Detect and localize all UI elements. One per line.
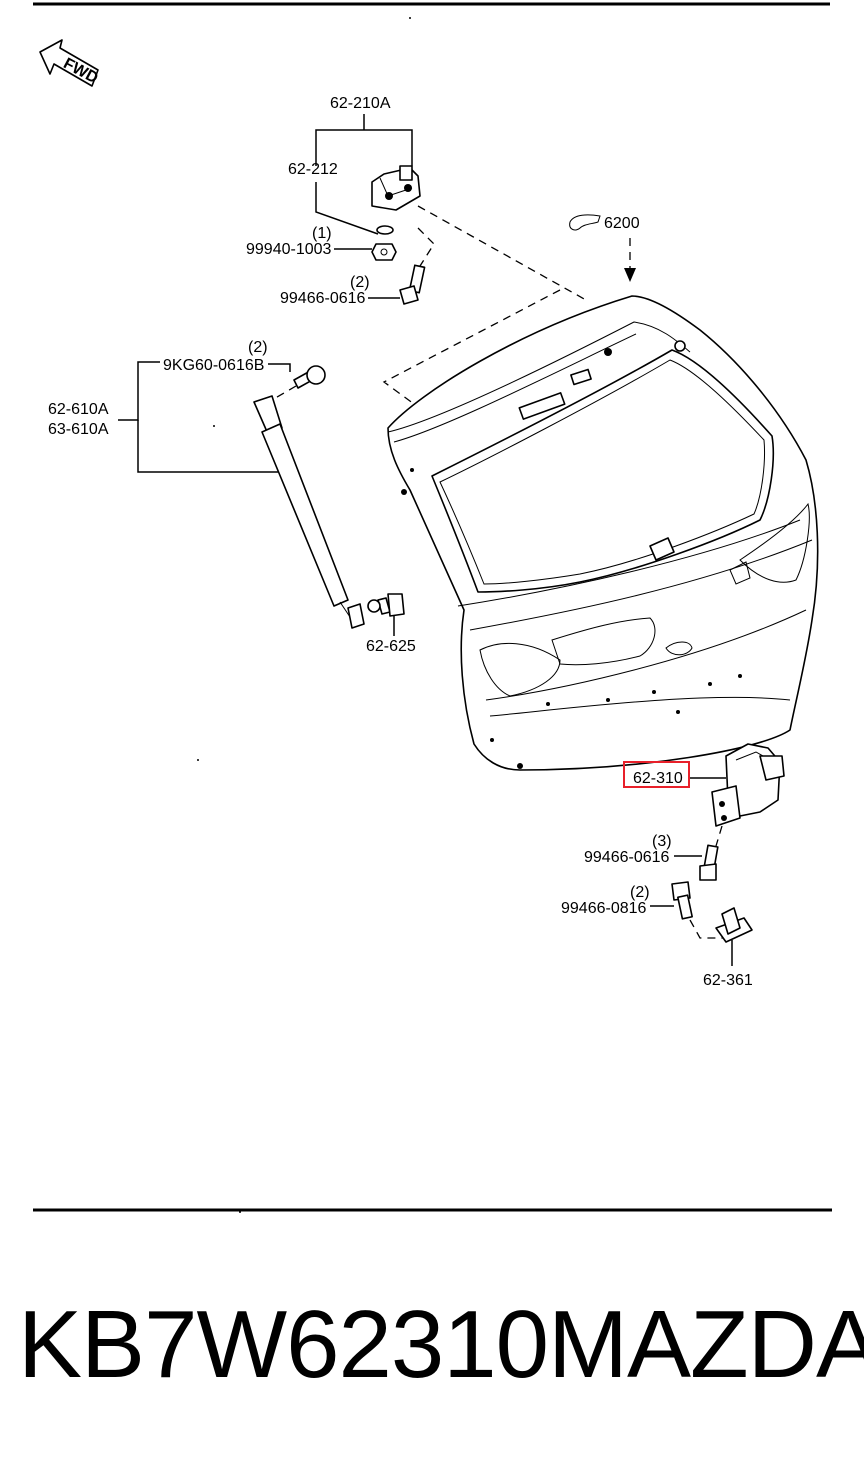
ball-stud-part [367, 593, 405, 617]
washer-part [376, 225, 394, 235]
part-number: KB7W62310 [18, 1291, 549, 1398]
strut-bolt-part [293, 365, 326, 389]
assembly-ref-6200[interactable]: 6200 [569, 214, 640, 282]
callout-62-212[interactable]: 62-212 [288, 161, 338, 178]
callout-99940-1003[interactable]: 99940-1003 [246, 241, 332, 258]
lock-actuator-part [711, 743, 785, 827]
callout-hinge-bolt-qty: (2) [350, 274, 370, 291]
fwd-arrow-icon: FWD [39, 39, 101, 87]
callout-lock-bolt-qty: (3) [652, 833, 672, 850]
striker-part [715, 907, 753, 943]
brand-name: MAZDA [548, 1291, 864, 1398]
callout-62-610a[interactable]: 62-610A [48, 401, 109, 418]
callout-62-625[interactable]: 62-625 [366, 638, 416, 655]
callout-62-361[interactable]: 62-361 [703, 972, 753, 989]
callout-62-210a[interactable]: 62-210A [330, 95, 391, 112]
footer: KB7W62310 MAZDA [0, 1290, 864, 1400]
highlight-62-310 [623, 761, 690, 788]
hinge-bolt-part [399, 264, 426, 305]
callout-nut-qty: (1) [312, 225, 332, 242]
nut-part [371, 243, 397, 261]
liftgate-panel [387, 295, 819, 771]
callout-9kg60-0616b[interactable]: 9KG60-0616B [163, 357, 264, 374]
striker-bolt-part [671, 881, 693, 920]
lock-bolt-part [699, 844, 719, 881]
callout-strut-bolt-qty: (2) [248, 339, 268, 356]
svg-text:6200: 6200 [604, 215, 640, 232]
callout-99466-0616-hinge[interactable]: 99466-0616 [280, 290, 366, 307]
callout-99466-0616-lock[interactable]: 99466-0616 [584, 849, 670, 866]
callout-99466-0816[interactable]: 99466-0816 [561, 900, 647, 917]
callout-62-310[interactable]: 62-310 [633, 770, 683, 787]
hinge-part [371, 165, 421, 211]
callout-63-610a[interactable]: 63-610A [48, 421, 109, 438]
callout-striker-bolt-qty: (2) [630, 884, 650, 901]
gas-strut-part [253, 395, 365, 629]
pointing-hand-icon [569, 214, 601, 231]
